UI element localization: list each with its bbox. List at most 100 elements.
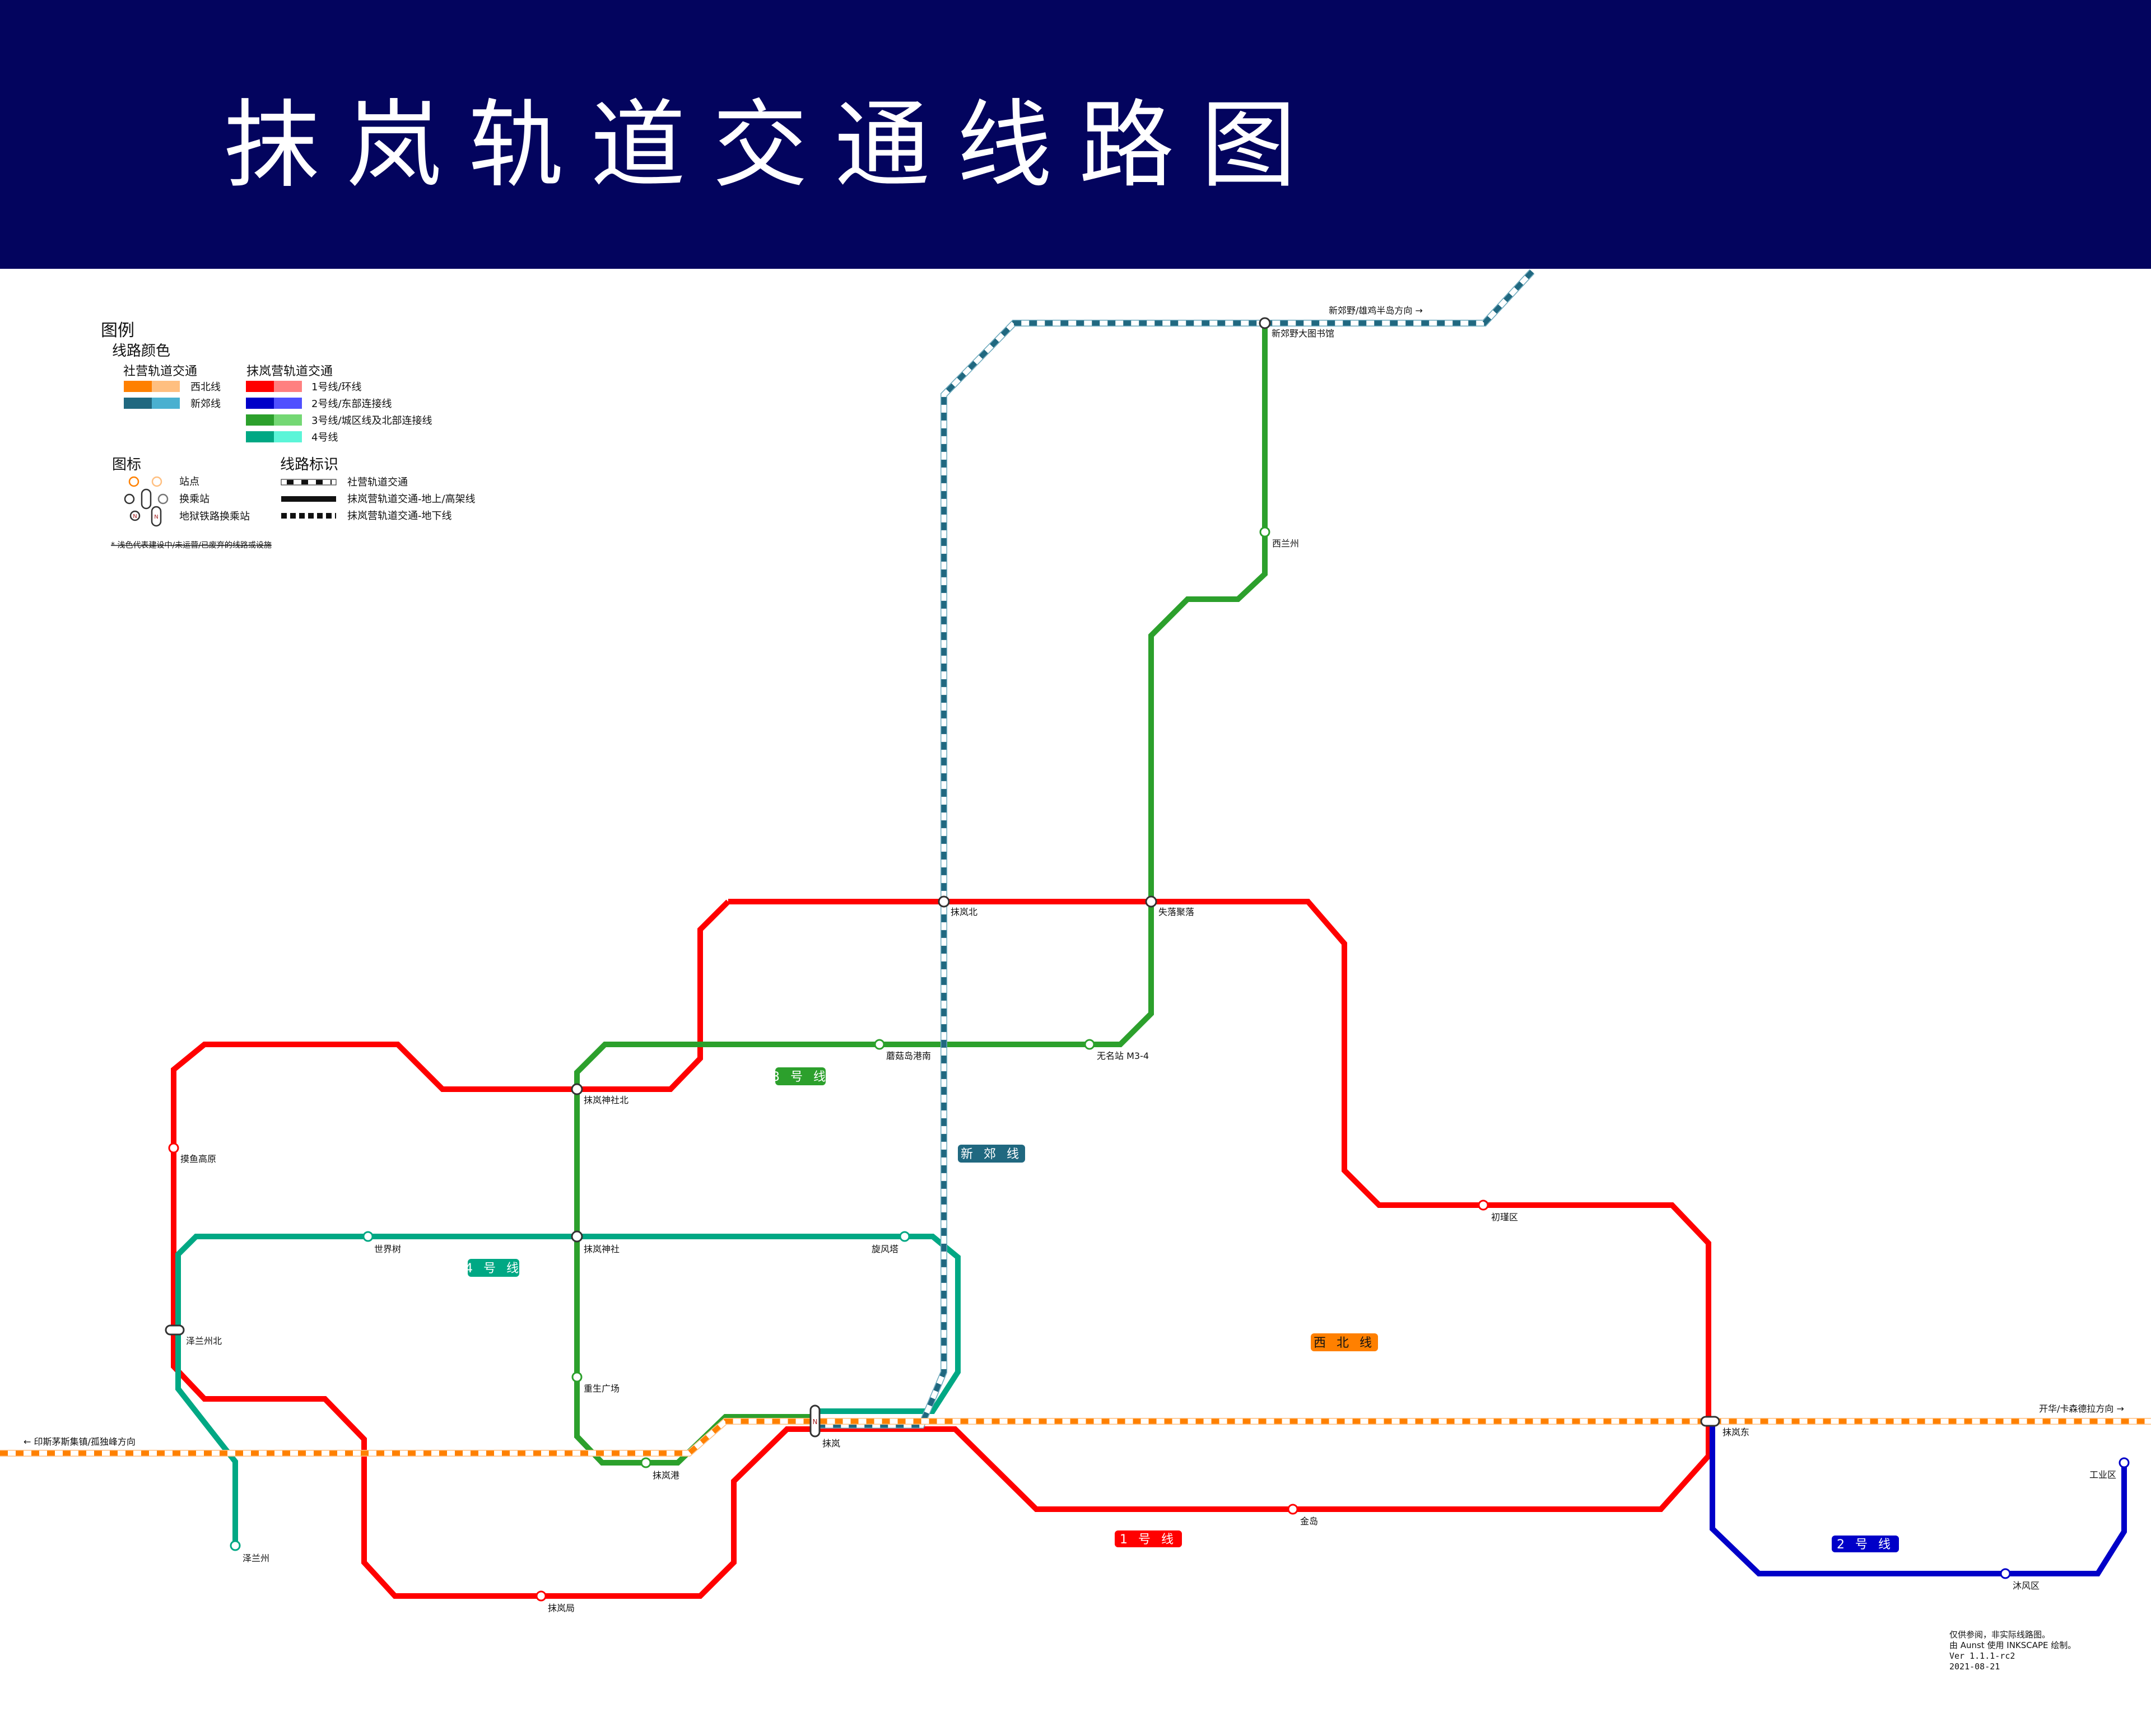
line-3-track[interactable] bbox=[574, 323, 1268, 1466]
line-2-badge-label: 2 号 线 bbox=[1837, 1538, 1894, 1552]
station-label: 泽兰州 bbox=[243, 1553, 269, 1564]
footer-disclaimer: 仅供参阅，非实际线路图。 bbox=[1949, 1630, 2051, 1640]
swatch-line2 bbox=[246, 398, 274, 409]
station-label: 无名站 M3-4 bbox=[1097, 1051, 1149, 1061]
legend-private-style-label: 社营轨道交通 bbox=[347, 477, 408, 488]
swatch-xinjiao bbox=[124, 398, 152, 409]
station-label: 金岛 bbox=[1300, 1516, 1318, 1527]
xinjiao-line-badge-label: 新 郊 线 bbox=[961, 1147, 1022, 1161]
station-label: 初瑾区 bbox=[1491, 1212, 1518, 1222]
station-label: 泽兰州北 bbox=[186, 1336, 222, 1346]
station-label: 工业区 bbox=[2089, 1469, 2116, 1480]
swatch-line4 bbox=[246, 431, 274, 442]
interchange-long-icon bbox=[141, 488, 152, 510]
legend-icons-title: 图标 bbox=[112, 456, 141, 473]
station-molan-port[interactable]: 抹岚港 bbox=[640, 1457, 679, 1481]
station-label: 西兰州 bbox=[1272, 538, 1299, 549]
station-shiluo-juluo[interactable]: 失落聚落 bbox=[1145, 895, 1194, 917]
legend-station-label: 站点 bbox=[179, 476, 199, 488]
legend-line4-label: 4号线 bbox=[311, 432, 338, 444]
station-wuming[interactable]: 无名站 M3-4 bbox=[1084, 1039, 1149, 1061]
station-label: 抹岚神社 bbox=[584, 1244, 620, 1254]
station-zelanzhou[interactable]: 泽兰州 bbox=[230, 1540, 269, 1564]
station-world-tree[interactable]: 世界树 bbox=[362, 1231, 401, 1254]
northwest-line-badge-label: 西 北 线 bbox=[1314, 1336, 1375, 1350]
header-banner: 抹岚轨道交通线路图 bbox=[0, 0, 2151, 269]
station-chujin[interactable]: 初瑾区 bbox=[1478, 1200, 1518, 1222]
footer-author: 由 Aunst 使用 INKSCAPE 绘制。 bbox=[1949, 1640, 2076, 1650]
swatch-line1-light bbox=[274, 381, 302, 392]
station-mogu-south[interactable]: 蘑菇岛港南 bbox=[874, 1039, 931, 1061]
footer-credits: 仅供参阅，非实际线路图。 由 Aunst 使用 INKSCAPE 绘制。 Ver… bbox=[1949, 1630, 2076, 1672]
swatch-line2-light bbox=[274, 398, 302, 409]
legend-title: 图例 bbox=[101, 321, 134, 340]
swatch-xinjiao-light bbox=[152, 398, 180, 409]
station-label: 重生广场 bbox=[584, 1383, 620, 1394]
swatch-northwest bbox=[124, 381, 152, 392]
station-molan-east[interactable]: 抹岚东 bbox=[1700, 1416, 1749, 1438]
interchange-icon bbox=[124, 493, 135, 505]
legend-xinjiao-label: 新郊线 bbox=[190, 398, 221, 410]
station-industrial[interactable]: 工业区 bbox=[2089, 1457, 2130, 1480]
legend-line2-label: 2号线/东部连接线 bbox=[311, 398, 392, 410]
station-label: 抹岚局 bbox=[548, 1603, 575, 1613]
swatch-line3 bbox=[246, 414, 274, 426]
footer-date: 2021-08-21 bbox=[1949, 1662, 2000, 1672]
line-3-badge: 3 号 线 bbox=[772, 1067, 829, 1085]
station-mufeng[interactable]: 沐风区 bbox=[2000, 1568, 2040, 1591]
legend-elevated-style-label: 抹岚营轨道交通-地上/高架线 bbox=[347, 493, 476, 505]
legend-colors-title: 线路颜色 bbox=[112, 343, 170, 360]
station-label: 新郊野大图书馆 bbox=[1272, 328, 1334, 339]
legend-line-style-title: 线路标识 bbox=[280, 456, 338, 473]
station-label: 抹岚东 bbox=[1722, 1427, 1749, 1438]
station-molan-bureau[interactable]: 抹岚局 bbox=[536, 1590, 575, 1613]
swatch-line4-light bbox=[274, 431, 302, 442]
station-molan-north[interactable]: 抹岚北 bbox=[938, 895, 977, 917]
swatch-line1 bbox=[246, 381, 274, 392]
legend-public-title: 抹岚营轨道交通 bbox=[246, 365, 333, 379]
station-label: 抹岚港 bbox=[653, 1470, 679, 1481]
legend-northwest-label: 西北线 bbox=[190, 381, 221, 393]
station-xilanzhou[interactable]: 西兰州 bbox=[1259, 526, 1299, 549]
swatch-northwest-light bbox=[152, 381, 180, 392]
station-jindao[interactable]: 金岛 bbox=[1287, 1504, 1318, 1527]
line-3-badge-label: 3 号 线 bbox=[772, 1070, 829, 1084]
direction-northwest-west: ← 印斯茅斯集镇/孤独峰方向 bbox=[24, 1436, 136, 1447]
hell-rail-interchange-icon bbox=[129, 510, 141, 521]
station-label: 旋风塔 bbox=[872, 1244, 898, 1254]
line-1-badge: 1 号 线 bbox=[1115, 1530, 1182, 1547]
station-moyu-plateau[interactable]: 摸鱼高原 bbox=[168, 1142, 216, 1164]
line-4-track[interactable] bbox=[175, 1234, 961, 1546]
legend: 图例 线路颜色 社营轨道交通 抹岚营轨道交通 西北线 新郊线 1号线/环线 2号… bbox=[101, 321, 476, 550]
station-label: 世界树 bbox=[374, 1244, 401, 1254]
legend-underground-style-label: 抹岚营轨道交通-地下线 bbox=[347, 510, 452, 522]
page-title: 抹岚轨道交通线路图 bbox=[224, 90, 1324, 201]
station-label: 抹岚北 bbox=[951, 907, 977, 917]
hell-rail-glyph: N bbox=[133, 514, 137, 520]
swatch-line3-light bbox=[274, 414, 302, 426]
station-label: 抹岚 bbox=[822, 1438, 840, 1449]
footer-version: Ver 1.1.1-rc2 bbox=[1949, 1651, 2015, 1661]
line-2-badge: 2 号 线 bbox=[1832, 1536, 1899, 1552]
northwest-line-track[interactable] bbox=[0, 1418, 2151, 1457]
line-1-badge-label: 1 号 线 bbox=[1120, 1533, 1177, 1547]
station-whirlwind-tower[interactable]: 旋风塔 bbox=[872, 1231, 910, 1254]
station-label: 摸鱼高原 bbox=[180, 1154, 216, 1164]
station-molan[interactable]: N 抹岚 bbox=[809, 1404, 840, 1449]
station-light-icon bbox=[151, 476, 162, 487]
legend-interchange-label: 换乘站 bbox=[179, 493, 209, 505]
station-label: 失落聚落 bbox=[1158, 907, 1194, 917]
station-shrine-north[interactable]: 抹岚神社北 bbox=[571, 1083, 628, 1105]
station-zelanzhou-north[interactable]: 泽兰州北 bbox=[165, 1324, 222, 1346]
hell-rail-glyph: N bbox=[813, 1418, 818, 1426]
station-rebirth-square[interactable]: 重生广场 bbox=[571, 1371, 620, 1394]
station-shrine[interactable]: 抹岚神社 bbox=[571, 1230, 620, 1254]
station-xinjiaoye-library[interactable]: 新郊野大图书馆 bbox=[1259, 317, 1334, 339]
station-label: 抹岚神社北 bbox=[584, 1095, 628, 1105]
hell-rail-interchange-long-icon bbox=[151, 506, 162, 527]
line-2-track[interactable] bbox=[1710, 1425, 2127, 1576]
station-label: 沐风区 bbox=[2013, 1580, 2040, 1591]
line-1-track[interactable] bbox=[171, 899, 1711, 1599]
xinjiao-line-track[interactable] bbox=[815, 269, 1535, 1429]
